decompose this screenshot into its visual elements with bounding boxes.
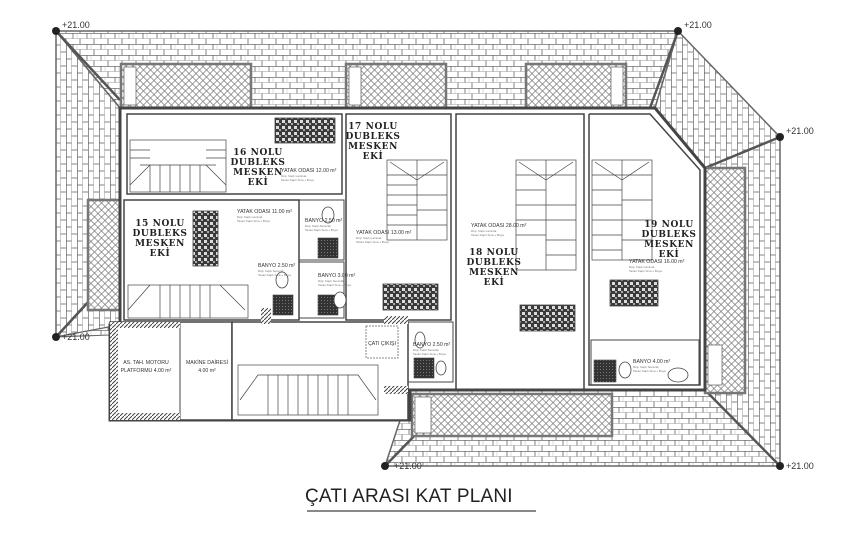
machine-room-label: MAKİNE DAİRESİ: [186, 359, 228, 366]
elevation-label: +21.00: [684, 20, 712, 30]
svg-text:Döş: Kaplı Seramik: Döş: Kaplı Seramik: [318, 279, 344, 283]
svg-text:Tavan:Kaplı Sıva + Boya: Tavan:Kaplı Sıva + Boya: [356, 240, 389, 244]
svg-text:EKİ: EKİ: [363, 149, 384, 162]
svg-text:EKİ: EKİ: [484, 275, 505, 288]
svg-text:Tavan:Kaplı Sıva + Boya: Tavan:Kaplı Sıva + Boya: [237, 219, 270, 223]
svg-text:DUBLEKS: DUBLEKS: [642, 230, 697, 240]
bedroom-19-label: YATAK ODASI 16.00 m²: [629, 259, 685, 265]
svg-text:19 NOLU: 19 NOLU: [644, 220, 694, 230]
hatched-walls: [110, 308, 408, 420]
bath-15-label: BANYO 2.50 m²: [258, 263, 295, 269]
svg-text:EKİ: EKİ: [248, 175, 269, 188]
svg-text:16 NOLU: 16 NOLU: [233, 148, 283, 158]
svg-text:DUBLEKS: DUBLEKS: [467, 258, 522, 268]
svg-text:DUBLEKS: DUBLEKS: [231, 158, 286, 168]
unit-17-label: 17 NOLU DUBLEKS MESKEN EKİ: [346, 122, 401, 162]
bed-17: [382, 283, 439, 311]
svg-text:MESKEN: MESKEN: [233, 168, 283, 178]
svg-text:Döş: Kaplı Laminat: Döş: Kaplı Laminat: [237, 215, 263, 219]
svg-text:Tavan:Kaplı Sıva + Boya: Tavan:Kaplı Sıva + Boya: [629, 269, 662, 273]
terrace-15: [86, 198, 122, 312]
bedroom-16-label: YATAK ODASI 12.00 m²: [281, 168, 337, 174]
svg-text:Tavan:Kaplı Sıva + Boya: Tavan:Kaplı Sıva + Boya: [413, 352, 446, 356]
svg-text:EKİ: EKİ: [659, 247, 680, 260]
elevator-motor-label: AS. TAH. MOTORU: [123, 360, 169, 366]
svg-text:Döş: Kaplı Laminat: Döş: Kaplı Laminat: [356, 236, 382, 240]
unit-18-label: 18 NOLU DUBLEKS MESKEN EKİ: [467, 248, 522, 288]
elevation-label: +21.00: [786, 126, 814, 136]
svg-text:Döş: Kaplı Seramik: Döş: Kaplı Seramik: [305, 224, 331, 228]
elevation-label: +21.00: [62, 20, 90, 30]
svg-text:Döş: Kaplı Laminat: Döş: Kaplı Laminat: [471, 229, 497, 233]
stairs: [127, 139, 653, 416]
unit-19-label: 19 NOLU DUBLEKS MESKEN EKİ: [642, 220, 697, 260]
svg-text:Döş: Kaplı Seramik: Döş: Kaplı Seramik: [258, 269, 284, 273]
bed-18: [519, 304, 576, 332]
svg-text:MESKEN: MESKEN: [644, 240, 694, 250]
terrace-18: [524, 62, 628, 110]
terrace-17: [344, 62, 448, 110]
svg-text:PLATFORMU 4.00 m²: PLATFORMU 4.00 m²: [121, 368, 172, 374]
svg-text:MESKEN: MESKEN: [135, 239, 185, 249]
bath-18-label: BANYO 2.50 m²: [413, 342, 450, 348]
svg-text:Tavan:Kaplı Sıva + Boya: Tavan:Kaplı Sıva + Boya: [318, 283, 351, 287]
svg-text:Döş: Kaplı Laminat: Döş: Kaplı Laminat: [629, 265, 655, 269]
bed-16: [274, 117, 336, 144]
building-walls: [108, 106, 707, 422]
svg-text:Tavan:Kaplı Sıva + Boya: Tavan:Kaplı Sıva + Boya: [471, 233, 504, 237]
svg-text:MESKEN: MESKEN: [348, 142, 398, 152]
svg-text:18 NOLU: 18 NOLU: [469, 248, 519, 258]
elevation-label: +21.00: [62, 332, 90, 342]
bath-16-label: BANYO 2.50 m²: [305, 218, 342, 224]
title-underline: [307, 510, 536, 512]
roof-exit-label: ÇATI ÇIKIŞI: [368, 341, 396, 347]
elevation-markers: +21.00 +21.00 +21.00 +21.00 +21.00 +21.0…: [52, 20, 814, 471]
bed-19: [609, 279, 659, 307]
bedroom-17-label: YATAK ODASI 13.00 m²: [356, 230, 412, 236]
unit-16-label: 16 NOLU DUBLEKS MESKEN EKİ: [231, 148, 286, 188]
svg-text:Tavan:Kaplı Sıva + Boya: Tavan:Kaplı Sıva + Boya: [305, 228, 338, 232]
svg-text:Döş: Kaplı Seramik: Döş: Kaplı Seramik: [633, 365, 659, 369]
svg-text:Tavan:Kaplı Sıva + Boya: Tavan:Kaplı Sıva + Boya: [281, 178, 314, 182]
elevation-label: +21.00: [786, 461, 814, 471]
svg-text:Döş: Kaplı Laminat: Döş: Kaplı Laminat: [281, 174, 307, 178]
svg-text:Tavan:Kaplı Sıva + Boya: Tavan:Kaplı Sıva + Boya: [633, 369, 666, 373]
svg-text:MESKEN: MESKEN: [469, 268, 519, 278]
elevation-label: +21.00: [394, 461, 422, 471]
svg-text:15 NOLU: 15 NOLU: [135, 219, 185, 229]
room-labels: YATAK ODASI 12.00 m² Döş: Kaplı Laminat …: [121, 168, 685, 374]
beds: [192, 117, 659, 332]
bath-17-label: BANYO 3.00 m²: [318, 273, 355, 279]
svg-text:DUBLEKS: DUBLEKS: [133, 229, 188, 239]
bedroom-15-label: YATAK ODASI 11.00 m²: [237, 209, 292, 215]
svg-text:Tavan:Kaplı Sıva + Boya: Tavan:Kaplı Sıva + Boya: [258, 273, 291, 277]
terrace-16: [119, 62, 253, 110]
svg-text:17 NOLU: 17 NOLU: [348, 122, 398, 132]
svg-text:4.00 m²: 4.00 m²: [198, 368, 216, 374]
unit-15-label: 15 NOLU DUBLEKS MESKEN EKİ: [133, 219, 188, 259]
svg-text:Döş: Kaplı Seramik: Döş: Kaplı Seramik: [413, 348, 439, 352]
roof-exit-hatch: [365, 325, 399, 359]
plan-title: ÇATI ARASI KAT PLANI: [305, 486, 513, 507]
terrace-18-south: [410, 392, 614, 438]
svg-text:DUBLEKS: DUBLEKS: [346, 132, 401, 142]
bath-19-label: BANYO 4.00 m²: [633, 359, 670, 365]
bed-15: [192, 210, 219, 267]
svg-text:EKİ: EKİ: [150, 246, 171, 259]
bedroom-18-label: YATAK ODASI 28.00 m²: [471, 223, 527, 229]
bath-fixtures: [272, 206, 689, 383]
